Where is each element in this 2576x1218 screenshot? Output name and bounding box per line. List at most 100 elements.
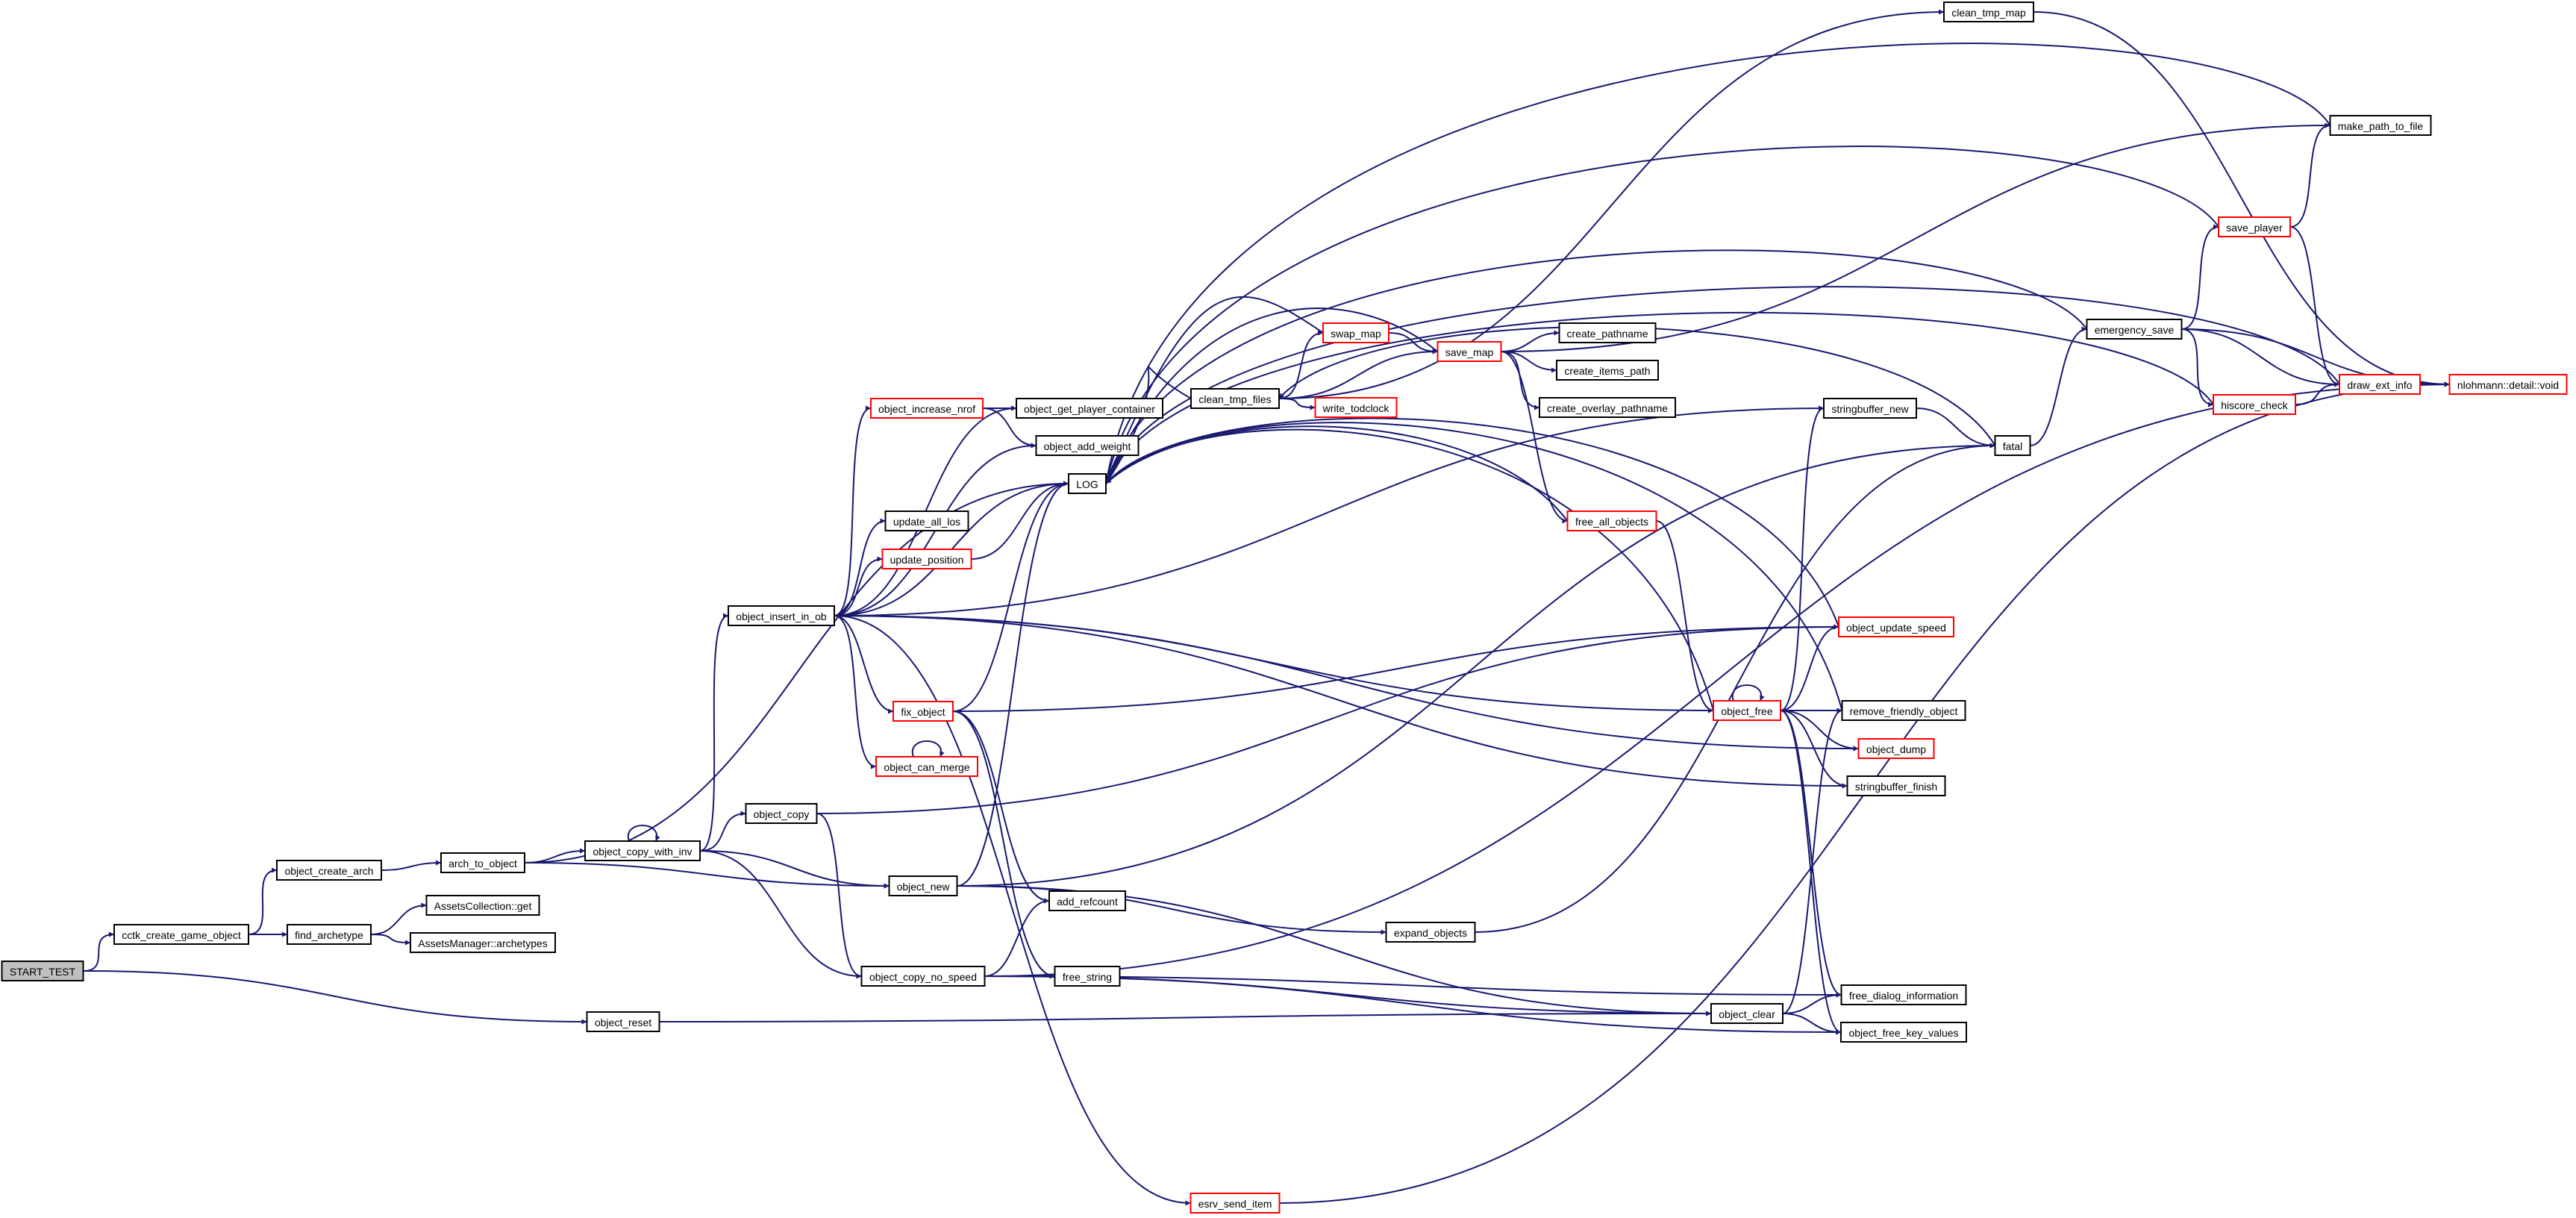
node-object-copy-with-inv[interactable]: object_copy_with_inv — [584, 840, 701, 861]
node-object-copy-no-speed[interactable]: object_copy_no_speed — [860, 966, 986, 987]
node-cctk-create-game-object[interactable]: cctk_create_game_object — [113, 924, 249, 945]
node-label: expand_objects — [1394, 927, 1467, 939]
node-log[interactable]: LOG — [1068, 473, 1107, 494]
node-box — [410, 932, 556, 953]
node-free-dialog-information[interactable]: free_dialog_information — [1840, 984, 1967, 1005]
node-start-test[interactable]: START_TEST — [1, 961, 84, 981]
node-label: object_clear — [1719, 1008, 1775, 1020]
node-stringbuffer-new[interactable]: stringbuffer_new — [1823, 398, 1917, 419]
node-create-items-path[interactable]: create_items_path — [1556, 360, 1659, 381]
node-box — [745, 803, 818, 824]
node-box — [1068, 473, 1107, 494]
node-object-dump[interactable]: object_dump — [1857, 738, 1935, 759]
edge-free-all-objects-to-object-free — [1656, 520, 1714, 713]
node-label: object_create_arch — [284, 865, 373, 877]
node-save-player[interactable]: save_player — [2218, 216, 2291, 237]
node-label: stringbuffer_new — [1831, 403, 1909, 415]
node-update-position[interactable]: update_position — [881, 549, 972, 569]
edge-object-free-to-log — [1105, 428, 1714, 711]
edge-draw-ext-info-to-log — [1105, 286, 2340, 484]
node-make-path-to-file[interactable]: make_path_to_file — [2329, 115, 2432, 136]
edge-object-copy-no-speed-to-nlohmann-detail-void — [984, 381, 2450, 977]
node-box — [881, 549, 972, 569]
edge-stringbuffer-new-to-fatal — [1916, 407, 1995, 449]
edge-object-update-speed-to-log — [1105, 417, 1839, 628]
edge-object-free-to-stringbuffer-new — [1780, 405, 1825, 711]
node-save-map[interactable]: save_map — [1437, 341, 1502, 362]
node-box — [2339, 374, 2421, 395]
node-label: object_add_weight — [1044, 440, 1131, 452]
node-object-new[interactable]: object_new — [888, 875, 958, 896]
node-object-free[interactable]: object_free — [1713, 700, 1781, 721]
edge-object-insert-in-ob-to-object-dump — [834, 615, 1859, 752]
node-write-todclock[interactable]: write_todclock — [1314, 397, 1398, 418]
node-box — [2218, 216, 2291, 237]
node-box — [1846, 775, 1946, 796]
node-object-copy[interactable]: object_copy — [745, 803, 818, 824]
edge-find-archetype-to-assets-manager-archetypes — [370, 934, 411, 946]
node-fix-object[interactable]: fix_object — [892, 701, 954, 722]
node-object-reset[interactable]: object_reset — [586, 1011, 660, 1032]
node-box — [1048, 890, 1126, 911]
node-free-string[interactable]: free_string — [1054, 966, 1121, 987]
node-stringbuffer-finish[interactable]: stringbuffer_finish — [1846, 775, 1946, 796]
edge-clean-tmp-files-to-log — [1105, 366, 1192, 484]
node-box — [1841, 700, 1966, 721]
node-box — [875, 756, 978, 777]
node-update-all-los[interactable]: update_all_los — [884, 510, 969, 531]
node-label: cctk_create_game_object — [122, 929, 241, 941]
node-label: create_overlay_pathname — [1547, 402, 1668, 414]
node-object-get-player-container[interactable]: object_get_player_container — [1016, 398, 1163, 419]
node-box — [1566, 510, 1657, 531]
node-fatal[interactable]: fatal — [1994, 435, 2031, 456]
edge-save-player-to-draw-ext-info — [2289, 226, 2340, 387]
edges — [83, 9, 2450, 1206]
node-object-increase-nrof[interactable]: object_increase_nrof — [870, 398, 984, 419]
node-hiscore-check[interactable]: hiscore_check — [2213, 394, 2296, 415]
node-box — [1710, 1003, 1783, 1024]
node-draw-ext-info[interactable]: draw_ext_info — [2339, 374, 2421, 395]
node-label: draw_ext_info — [2347, 379, 2412, 391]
edge-clean-tmp-files-to-clean-tmp-map — [1278, 9, 1945, 399]
edge-fix-object-to-object-update-speed — [952, 624, 1839, 712]
edge-clean-tmp-map-to-nlohmann-detail-void — [2033, 11, 2450, 387]
node-emergency-save[interactable]: emergency_save — [2086, 319, 2183, 340]
node-nlohmann-detail-void[interactable]: nlohmann::detail::void — [2448, 374, 2568, 395]
edge-fatal-to-emergency-save — [2030, 326, 2087, 446]
node-find-archetype[interactable]: find_archetype — [287, 924, 372, 945]
node-assets-manager-archetypes[interactable]: AssetsManager::archetypes — [410, 932, 556, 953]
node-assets-collection-get[interactable]: AssetsCollection::get — [425, 895, 540, 916]
node-arch-to-object[interactable]: arch_to_object — [440, 852, 525, 873]
node-box — [1322, 322, 1389, 343]
edge-clean-tmp-files-to-swap-map — [1278, 330, 1324, 399]
node-label: free_all_objects — [1575, 516, 1648, 528]
node-free-all-objects[interactable]: free_all_objects — [1566, 510, 1657, 531]
node-add-refcount[interactable]: add_refcount — [1048, 890, 1126, 911]
node-esrv-send-item[interactable]: esrv_send_item — [1189, 1193, 1281, 1214]
node-object-free-key-values[interactable]: object_free_key_values — [1840, 1022, 1967, 1043]
node-clean-tmp-map[interactable]: clean_tmp_map — [1943, 1, 2034, 22]
edge-emergency-save-to-save-player — [2181, 224, 2219, 330]
node-box — [1994, 435, 2031, 456]
node-label: object_increase_nrof — [878, 403, 975, 415]
node-object-create-arch[interactable]: object_create_arch — [276, 860, 382, 881]
node-box — [1823, 398, 1917, 419]
node-box — [1713, 700, 1781, 721]
node-create-overlay-pathname[interactable]: create_overlay_pathname — [1539, 397, 1676, 418]
node-box — [1016, 398, 1163, 419]
node-remove-friendly-object[interactable]: remove_friendly_object — [1841, 700, 1966, 721]
node-expand-objects[interactable]: expand_objects — [1385, 922, 1476, 943]
node-object-update-speed[interactable]: object_update_speed — [1838, 616, 1954, 637]
edge-fix-object-to-free-string — [952, 710, 1055, 979]
node-create-pathname[interactable]: create_pathname — [1558, 322, 1657, 343]
edge-object-insert-in-ob-to-esrv-send-item — [834, 615, 1191, 1206]
node-label: emergency_save — [2095, 324, 2175, 336]
node-box — [884, 510, 969, 531]
node-clean-tmp-files[interactable]: clean_tmp_files — [1190, 388, 1280, 409]
node-object-clear[interactable]: object_clear — [1710, 1003, 1783, 1024]
edge-object-copy-with-inv-to-object-copy-with-inv — [627, 825, 660, 842]
node-object-can-merge[interactable]: object_can_merge — [875, 756, 978, 777]
node-object-add-weight[interactable]: object_add_weight — [1035, 435, 1139, 456]
node-object-insert-in-ob[interactable]: object_insert_in_ob — [728, 605, 835, 626]
node-swap-map[interactable]: swap_map — [1322, 322, 1389, 343]
